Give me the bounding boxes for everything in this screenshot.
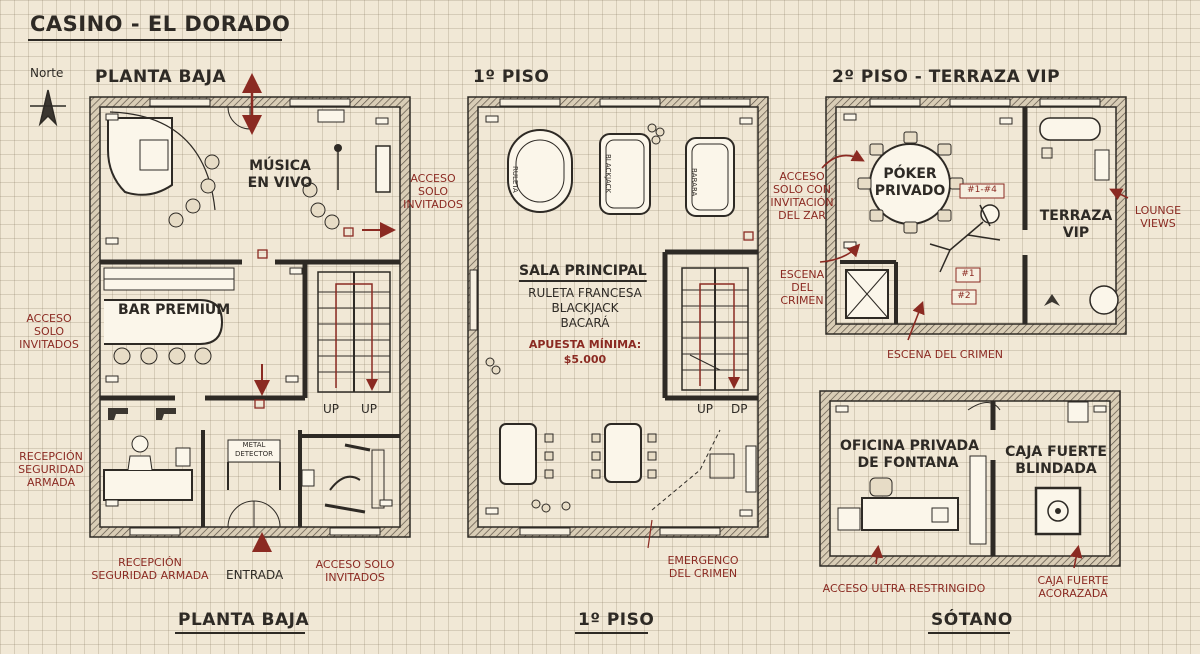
note-reception-security-bottom: RECEPCIÓN SEGURIDAD ARMADA [91,556,209,582]
room-private-poker: PÓKER PRIVADO [874,166,946,199]
note-guest-access-bar: ACCESO SOLO INVITADOS [19,312,79,351]
note-invitation-access: ACCESO SOLO CON INVITACIÓN DEL ZAR [770,170,834,222]
ground-floor-plan [89,73,411,552]
page-title: CASINO - EL DORADO [30,12,291,36]
room-private-office: OFICINA PRIVADA DE FONTANA [840,438,980,471]
stairs-up-label: UP [323,402,340,416]
note-crime-scene-left: ESCENA DEL CRIMEN [779,268,825,307]
second-floor-plan [819,96,1129,341]
room-main-hall: SALA PRINCIPAL [519,263,647,279]
note-emergency-crime: EMERGENCO DEL CRIMEN [667,554,739,580]
heading-ground-floor-bottom: PLANTA BAJA [178,610,310,630]
table-label-baccarat: BARARA [690,168,698,197]
heading-ground-floor: PLANTA BAJA [95,67,227,87]
evidence-tag-1-4: #1-#4 [967,185,997,195]
note-guest-access-armory: ACCESO SOLO INVITADOS [315,558,395,584]
stairs-up-label-first: UP [697,402,714,416]
table-label-roulette: RULETA [511,166,519,193]
games-list: RULETA FRANCESA BLACKJACK BACARÁ [528,286,642,330]
compass-label: Norte [30,66,64,80]
room-vip-terrace: TERRAZA VIP [1039,208,1113,241]
table-label-blackjack: BLACKJACK [604,154,612,194]
note-lounge-views: LOUNGE VIEWS [1134,204,1182,230]
room-live-music: MÚSICA EN VIVO [247,158,313,191]
stairs-up-label-2: UP [361,402,378,416]
compass-icon [30,89,66,127]
note-reception-security: RECEPCIÓN SEGURIDAD ARMADA [18,450,84,489]
heading-basement: SÓTANO [931,610,1013,630]
basement-plan [819,390,1121,569]
heading-first-floor-bottom: 1º PISO [578,610,655,630]
stairs-down-label-first: DP [731,402,748,416]
note-crime-scene-bottom: ESCENA DEL CRIMEN [886,348,1004,361]
room-armored-vault: CAJA FUERTE BLINDADA [1005,444,1107,477]
metal-detector-label: METAL DETECTOR [234,441,274,458]
first-floor-plan [467,96,769,549]
note-armored-safe: CAJA FUERTE ACORAZADA [1037,574,1109,600]
evidence-tag-2: #2 [957,291,971,301]
minimum-bet: APUESTA MÍNIMA: $5.000 [528,338,642,366]
evidence-tag-1: #1 [961,269,975,279]
heading-second-floor: 2º PISO - TERRAZA VIP [832,67,1061,87]
note-guest-access-music: ACCESO SOLO INVITADOS [403,172,463,211]
room-premium-bar: BAR PREMIUM [118,302,231,318]
heading-first-floor: 1º PISO [473,67,550,87]
entrance-label: ENTRADA [226,568,284,582]
note-ultra-restricted: ACCESO ULTRA RESTRINGIDO [822,582,986,595]
